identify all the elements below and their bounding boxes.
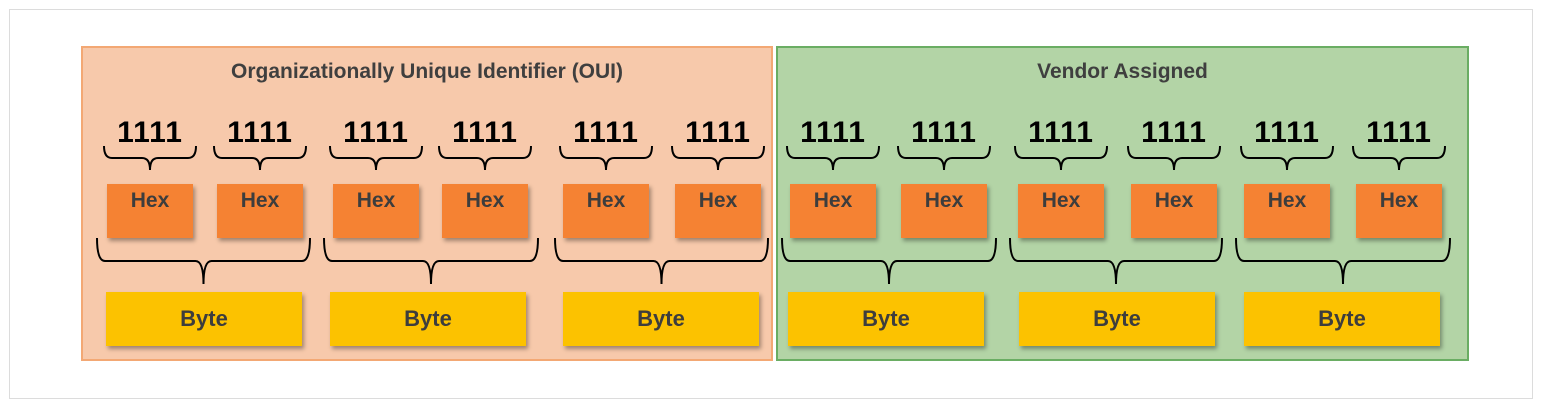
nibble-bits: 1111: [227, 116, 293, 149]
byte-box: Byte: [563, 292, 759, 346]
hex-box: Hex: [563, 184, 649, 238]
byte-box: Byte: [106, 292, 302, 346]
hex-box: Hex: [107, 184, 193, 238]
hex-box: Hex: [1356, 184, 1442, 238]
nibble-bits: 1111: [911, 116, 977, 149]
nibble-bits: 1111: [800, 116, 866, 149]
oui-title: Organizationally Unique Identifier (OUI): [230, 60, 624, 83]
hex-box: Hex: [217, 184, 303, 238]
nibble-bits: 1111: [1254, 116, 1320, 149]
nibble-bits: 1111: [1141, 116, 1207, 149]
nibble-bits: 1111: [1366, 116, 1432, 149]
hex-box: Hex: [442, 184, 528, 238]
hex-box: Hex: [1131, 184, 1217, 238]
byte-box: Byte: [788, 292, 984, 346]
hex-box: Hex: [901, 184, 987, 238]
nibble-bits: 1111: [343, 116, 409, 149]
byte-box: Byte: [1019, 292, 1215, 346]
hex-box: Hex: [1018, 184, 1104, 238]
nibble-bits: 1111: [117, 116, 183, 149]
hex-box: Hex: [1244, 184, 1330, 238]
byte-box: Byte: [1244, 292, 1440, 346]
nibble-bits: 1111: [573, 116, 639, 149]
hex-box: Hex: [333, 184, 419, 238]
hex-box: Hex: [675, 184, 761, 238]
nibble-bits: 1111: [685, 116, 751, 149]
nibble-bits: 1111: [452, 116, 518, 149]
byte-box: Byte: [330, 292, 526, 346]
hex-box: Hex: [790, 184, 876, 238]
nibble-bits: 1111: [1028, 116, 1094, 149]
vendor-title: Vendor Assigned: [1037, 60, 1208, 83]
